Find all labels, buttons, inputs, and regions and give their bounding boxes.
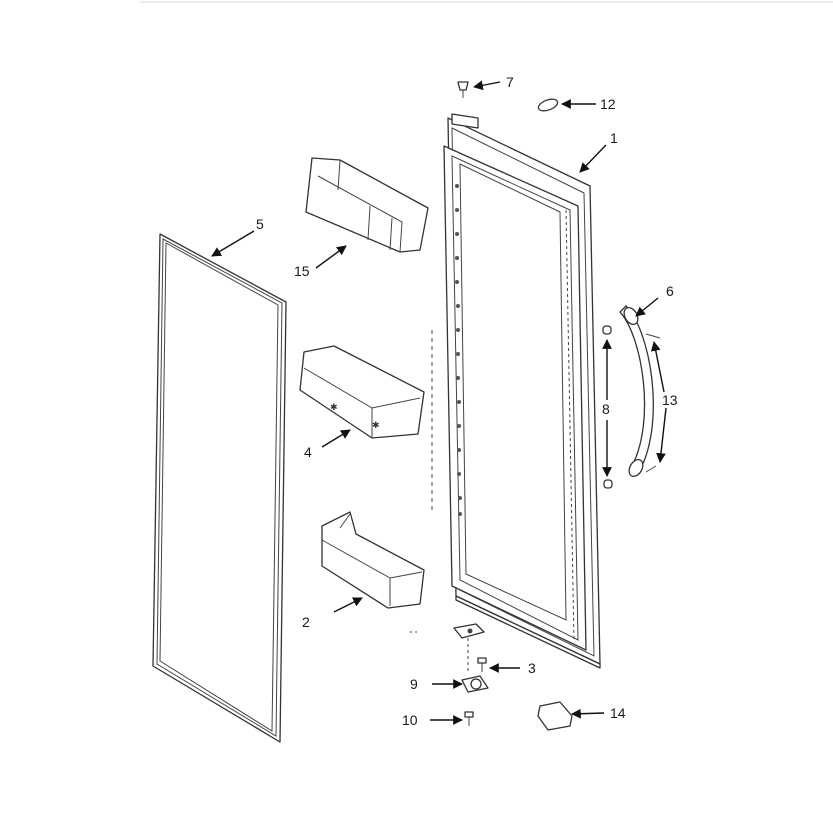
hinge-screw-part	[477, 657, 487, 672]
door-part	[443, 113, 601, 669]
callout-14: 14	[610, 705, 626, 721]
lower-bin-part	[321, 511, 425, 609]
leader-arrows	[211, 80, 667, 725]
callout-4: 4	[304, 444, 312, 460]
callout-5: 5	[256, 216, 264, 232]
hinge-pin-part	[457, 81, 469, 98]
washer-part	[537, 98, 559, 112]
upper-bin-part	[305, 157, 429, 253]
callout-12: 12	[600, 96, 616, 112]
callout-7: 7	[506, 74, 514, 90]
svg-text:✱: ✱	[372, 420, 380, 430]
handle-part	[602, 305, 661, 489]
callout-6: 6	[666, 283, 674, 299]
callout-2: 2	[302, 614, 310, 630]
callout-9: 9	[410, 676, 418, 692]
middle-bin-part: ✱ ✱	[299, 345, 425, 439]
callout-13: 13	[662, 392, 678, 408]
callout-8: 8	[602, 401, 610, 417]
clip-part	[537, 701, 573, 731]
callout-3: 3	[528, 660, 536, 676]
svg-text:✱: ✱	[330, 402, 338, 412]
callout-15: 15	[294, 263, 310, 279]
bottom-screw-part	[464, 711, 474, 726]
gasket-part	[152, 233, 287, 743]
bushing-part	[461, 675, 489, 693]
callout-1: 1	[610, 130, 618, 146]
shelf-rail-dots	[455, 184, 462, 516]
callout-10: 10	[402, 712, 418, 728]
hinge-bracket-part	[453, 623, 485, 672]
